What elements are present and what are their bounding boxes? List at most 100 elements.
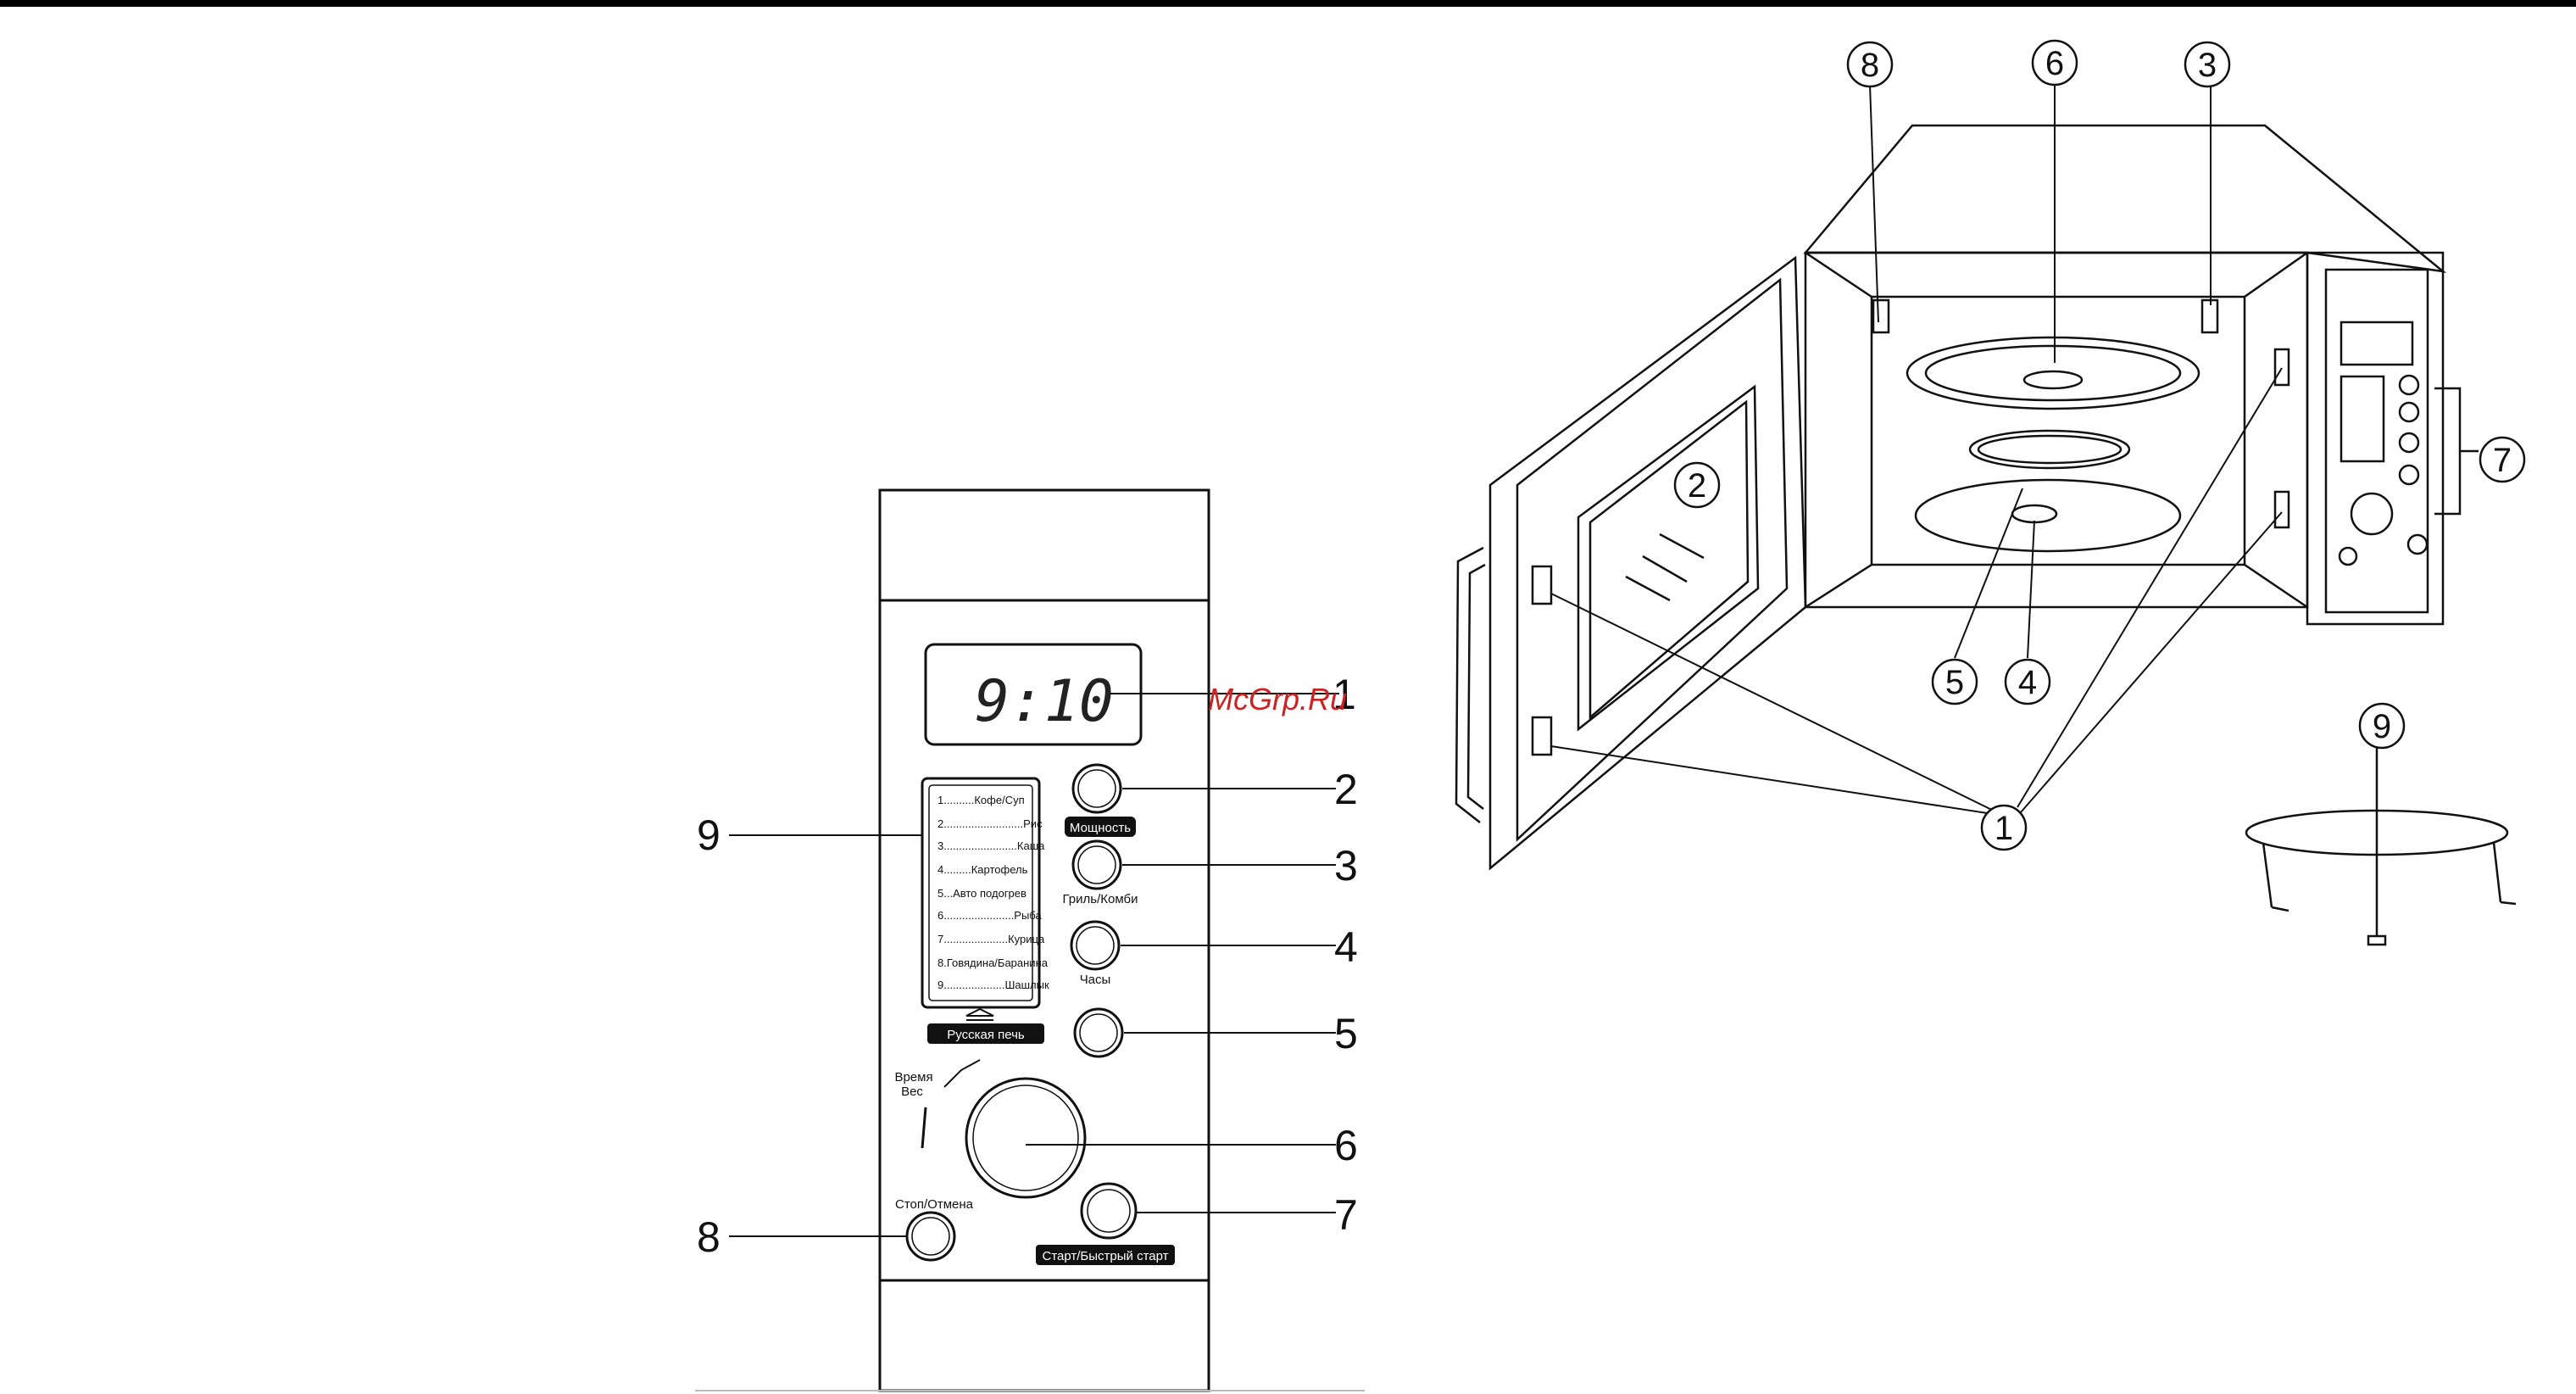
waveguide-left <box>1872 298 1890 334</box>
top-border-bar <box>0 0 2576 7</box>
menu-item-5: 5...Авто подогрев <box>937 887 1027 900</box>
menu-list: 1..........Кофе/Суп 2...................… <box>937 794 1049 991</box>
clock-label: Часы <box>1080 973 1111 987</box>
oven-callout-6: 6 <box>2045 45 2064 82</box>
oven-callout-4: 4 <box>2018 664 2037 701</box>
glass-tray-inner <box>1924 344 2182 402</box>
oven-door-handle-inner <box>1466 563 1486 810</box>
start-button[interactable] <box>1080 1182 1138 1240</box>
start-label-bg <box>1036 1245 1175 1265</box>
callout-number-8: 8 <box>697 1213 721 1261</box>
oven-mini-dial <box>2350 492 2394 536</box>
russian-oven-label: Русская печь <box>947 1028 1025 1042</box>
oven-leader-4 <box>2027 520 2035 659</box>
oven-callout-7: 7 <box>2493 442 2512 479</box>
cavity-edge-br <box>2244 563 2308 609</box>
menu-item-8: 8.Говядина/Баранина <box>937 956 1049 969</box>
grill-rack-foot-right <box>2500 901 2517 906</box>
oven-callout-circle-5 <box>1931 658 1978 705</box>
grill-rack-leg-right <box>2492 842 2502 903</box>
oven-callout-9: 9 <box>2373 708 2391 745</box>
oven-callout-circle-2 <box>1673 461 1721 509</box>
russian-oven-button[interactable] <box>1073 1007 1124 1058</box>
start-label: Старт/Быстрый старт <box>1042 1249 1168 1263</box>
oven-mini-button-2 <box>2398 401 2420 423</box>
display-time: 9:10 <box>975 668 1114 735</box>
oven-door-window <box>1577 384 1760 732</box>
roller-ring-inner <box>1977 434 2123 465</box>
callout-number-4: 4 <box>1334 923 1358 971</box>
cavity-edge-tr <box>2244 251 2308 298</box>
time-label: Время <box>894 1070 932 1085</box>
stop-cancel-button[interactable] <box>905 1211 956 1262</box>
window-reflection-3 <box>1625 575 1671 602</box>
window-reflection-2 <box>1642 555 1688 583</box>
oven-mini-display <box>2340 321 2414 366</box>
cavity-floor-ring <box>1914 478 2182 553</box>
clock-button-ring <box>1076 926 1115 965</box>
oven-door-window-inner <box>1588 399 1750 720</box>
grill-combi-button[interactable] <box>1071 839 1122 890</box>
oven-callout-circle-6 <box>2031 39 2078 86</box>
menu-item-2: 2..........................Рис <box>937 817 1043 830</box>
latch-hole-upper <box>2273 348 2290 387</box>
glass-tray <box>1906 336 2200 410</box>
oven-callout-1: 1 <box>1995 810 2013 847</box>
grill-rack-foot-left <box>2271 906 2289 912</box>
callout-number-2: 2 <box>1334 766 1358 813</box>
roller-ring <box>1968 429 2131 470</box>
oven-callout-2: 2 <box>1688 467 1706 505</box>
oven-callout-3: 3 <box>2198 47 2217 84</box>
oven-leader-1c <box>2017 367 2283 808</box>
callout-number-9: 9 <box>697 811 721 859</box>
menu-item-7: 7.....................Курица <box>937 933 1045 945</box>
cavity-edge-tl <box>1805 251 1872 298</box>
oven-callout-8: 8 <box>1861 47 1879 84</box>
oven-callout-circle-9 <box>2358 702 2406 750</box>
stop-button-ring <box>911 1217 950 1256</box>
time-weight-dial[interactable] <box>965 1077 1087 1199</box>
oven-callout-circle-4 <box>2004 658 2051 705</box>
menu-item-6: 6.......................Рыба <box>937 909 1042 922</box>
power-button[interactable] <box>1071 763 1122 814</box>
oven-callout-circle-8 <box>1846 41 1894 88</box>
door-hook-upper <box>1531 565 1553 605</box>
oven-door-handle <box>1455 546 1484 823</box>
oven-mini-menu <box>2340 375 2385 463</box>
start-button-ring <box>1087 1189 1131 1233</box>
weight-label: Вес <box>901 1085 923 1099</box>
watermark: McGrp.Ru <box>1208 682 1347 717</box>
oven-callout-circle-1 <box>1980 804 2028 851</box>
oven-mini-button-1 <box>2398 374 2420 396</box>
dial-ring <box>972 1085 1079 1191</box>
oven-mini-button-3 <box>2398 432 2420 454</box>
oven-door <box>1488 255 1807 871</box>
menu-item-1: 1..........Кофе/Суп <box>937 794 1025 806</box>
callout-number-6: 6 <box>1334 1122 1358 1169</box>
oven-mini-start <box>2406 533 2429 555</box>
russian-oven-label-bg <box>927 1023 1044 1044</box>
oven-leader-5 <box>1954 488 2023 659</box>
grill-rack-leg-left <box>2262 842 2273 908</box>
grill-combi-label: Гриль/Комби <box>1063 892 1138 906</box>
menu-item-9: 9....................Шашлык <box>937 979 1049 991</box>
dial-weight-arrow <box>921 1107 927 1149</box>
power-label: Мощность <box>1070 821 1131 835</box>
callout-number-1: 1 <box>1333 671 1356 718</box>
russian-oven-button-ring <box>1079 1013 1118 1052</box>
cavity-edge-bl <box>1805 563 1872 609</box>
clock-button[interactable] <box>1070 920 1121 971</box>
oven-top <box>1803 124 2447 273</box>
grill-button-ring <box>1077 845 1116 884</box>
glass-tray-center <box>2022 370 2084 390</box>
grill-rack-foot-center <box>2367 934 2387 946</box>
grill-rack <box>2245 748 2517 946</box>
callout-number-7: 7 <box>1334 1191 1358 1239</box>
oven-illustration <box>1455 124 2479 871</box>
power-button-ring <box>1077 769 1116 808</box>
oven-callout-5: 5 <box>1945 664 1964 701</box>
menu-item-3: 3........................Каша <box>937 839 1045 852</box>
door-hook-lower <box>1531 716 1553 756</box>
latch-hole-lower <box>2273 490 2290 529</box>
